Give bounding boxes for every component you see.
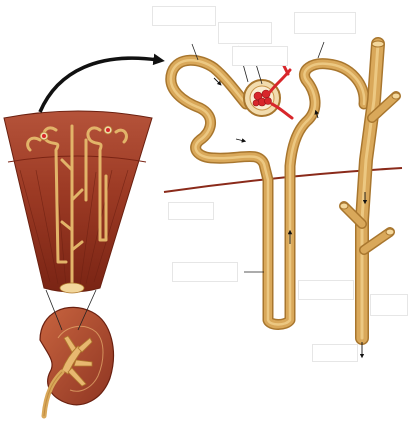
label-box-8[interactable] <box>370 294 408 316</box>
zoom-line-right <box>77 289 97 331</box>
label-box-1[interactable] <box>152 6 216 26</box>
kidney <box>39 306 114 419</box>
zoom-line-left <box>45 289 63 331</box>
label-box-7[interactable] <box>298 280 354 300</box>
label-box-4[interactable] <box>294 12 356 34</box>
label-box-5[interactable] <box>168 202 214 220</box>
label-box-2[interactable] <box>218 22 272 44</box>
flow-arrows <box>213 77 368 359</box>
collecting-duct <box>340 41 400 338</box>
flow-arrow-pct-2 <box>235 138 247 143</box>
label-box-6[interactable] <box>172 262 238 282</box>
arterioles <box>268 64 294 120</box>
label-box-3[interactable] <box>232 46 288 66</box>
label-box-9[interactable] <box>312 344 358 362</box>
renal-pyramid-wedge <box>3 110 153 294</box>
renal-pelvis <box>61 335 93 387</box>
wedge-tubules <box>26 124 128 288</box>
zoom-arrow <box>38 53 165 113</box>
flow-arrow-pct-1 <box>213 77 222 86</box>
glomerulus <box>252 89 272 107</box>
flow-arrow-dct <box>314 109 319 119</box>
